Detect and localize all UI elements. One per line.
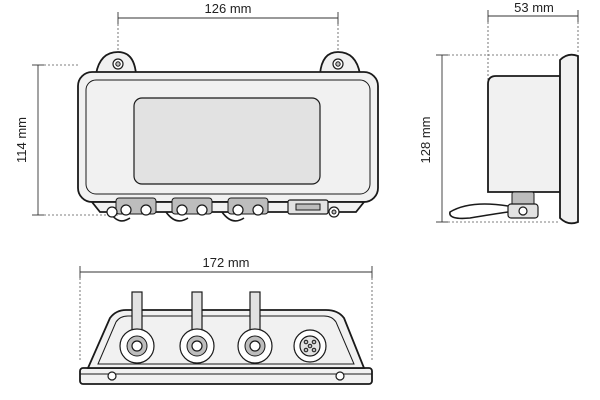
- cable-gland-icon: [109, 197, 269, 222]
- dimension-side-depth: 53 mm: [514, 0, 554, 15]
- dimension-front-width: 126 mm: [205, 1, 252, 16]
- dimension-side-height: 128 mm: [418, 117, 433, 164]
- dimension-bottom-width: 172 mm: [203, 255, 250, 270]
- dimension-front-height: 114 mm: [14, 117, 29, 163]
- bottom-view-drawing: 172 mm: [79, 255, 373, 385]
- cable-gland-icon: [119, 328, 273, 364]
- connector-icon: [293, 329, 327, 363]
- front-view-drawing: 126 mm 114 mm: [14, 1, 379, 222]
- side-view-drawing: 53 mm 128 mm: [418, 0, 579, 225]
